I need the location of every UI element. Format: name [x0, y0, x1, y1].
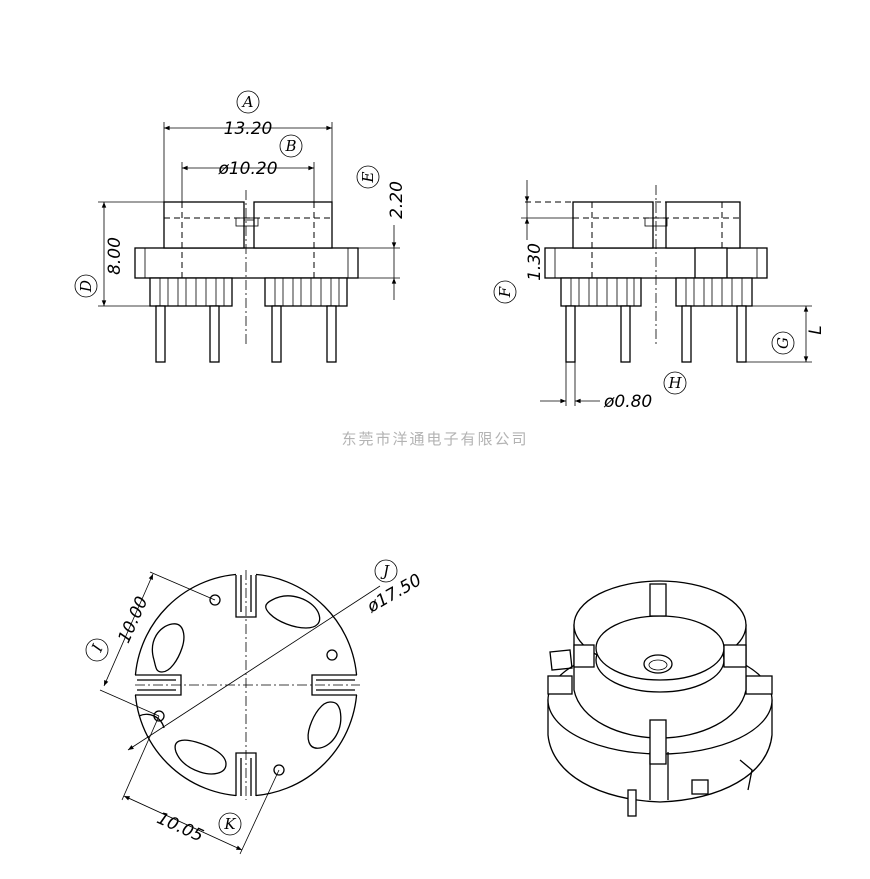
watermark: 东莞市洋通电子有限公司 [341, 430, 529, 448]
label-g: G [774, 337, 792, 349]
label-h: H [667, 374, 682, 392]
label-d-marker: D [74, 274, 98, 298]
front-view: 13.20 ø10.20 8.00 2.20 A B D E [74, 90, 407, 363]
dim-b-value: ø10.20 [217, 159, 277, 179]
isometric-view [547, 580, 773, 817]
label-k: K [223, 815, 236, 833]
label-j: J [380, 562, 390, 580]
label-j-marker: J [374, 559, 398, 583]
dim-h-value: ø0.80 [603, 392, 652, 412]
label-b-marker: B [279, 134, 303, 158]
label-i-marker: I [85, 638, 109, 662]
label-d: D [77, 280, 95, 293]
label-e: E [359, 171, 377, 183]
dim-k-value: 10.05 [154, 808, 207, 846]
dim-f-value: 1.30 [525, 243, 545, 281]
label-a-marker: A [236, 90, 260, 114]
label-k-marker: K [218, 812, 242, 836]
label-f: F [496, 286, 514, 298]
dim-j-value: ø17.50 [363, 570, 425, 617]
label-e-marker: E [356, 165, 380, 189]
label-a: A [241, 93, 254, 111]
label-h-marker: H [663, 371, 687, 395]
dim-d-value: 8.00 [105, 237, 125, 275]
dim-g-value: L [806, 325, 826, 334]
label-b: B [284, 137, 296, 155]
dim-e-value: 2.20 [387, 181, 407, 219]
dim-a-value: 13.20 [224, 119, 273, 139]
label-i: I [88, 641, 108, 656]
side-view: 1.30 F L G ø0.80 H [493, 180, 826, 412]
label-g-marker: G [771, 331, 795, 355]
label-f-marker: F [493, 280, 517, 304]
bottom-view: ø17.50 J 10.00 I 10.05 K [85, 559, 425, 855]
